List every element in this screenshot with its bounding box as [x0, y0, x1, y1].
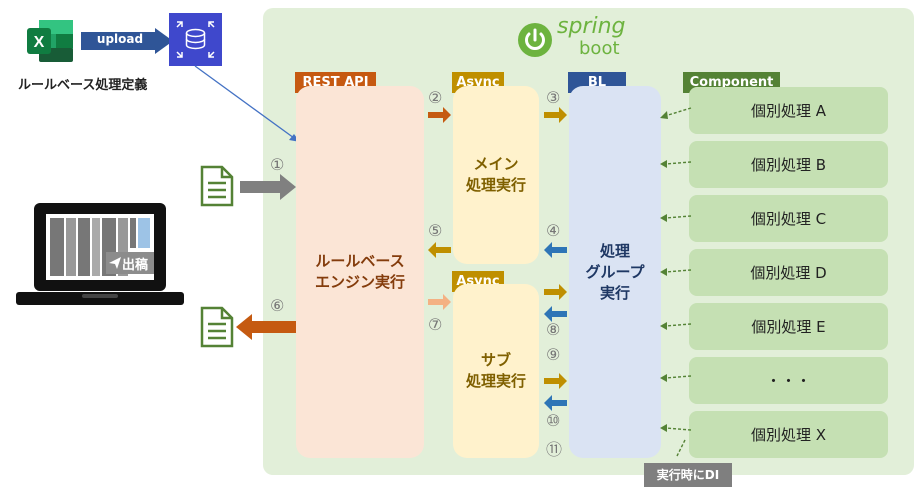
step-3: ③: [546, 88, 561, 107]
component-label: 個別処理 E: [751, 318, 826, 336]
component-box-ellipsis: ・・・: [689, 357, 888, 404]
excel-icon: X: [25, 18, 75, 64]
async-sub-text: サブ 処理実行: [465, 351, 526, 390]
component-label: 個別処理 X: [750, 426, 827, 444]
step-9: ⑨: [546, 345, 561, 364]
bl-text: 処理 グループ 実行: [585, 241, 645, 302]
step-8: ⑧: [546, 320, 561, 339]
bl-box: 処理 グループ 実行: [569, 86, 661, 458]
input-document-icon: [200, 165, 234, 207]
spring-word: spring: [557, 14, 626, 39]
boot-word: boot: [579, 38, 620, 59]
async-sub-box: サブ 処理実行: [453, 284, 539, 458]
power-icon: [518, 23, 552, 57]
component-label: 個別処理 B: [750, 156, 827, 174]
upload-flow-line: [190, 60, 310, 150]
rest-api-box: ルールベース エンジン実行: [296, 86, 424, 458]
svg-text:X: X: [34, 34, 45, 51]
laptop-badge: 出稿: [122, 258, 149, 273]
component-label: 個別処理 A: [750, 102, 827, 120]
component-label: 個別処理 C: [750, 210, 827, 228]
spring-boot-logo: spring boot: [517, 14, 637, 62]
output-document-icon: [200, 306, 234, 348]
di-arrows: [655, 80, 695, 470]
component-label: ・・・: [765, 372, 811, 390]
async-main-box: メイン 処理実行: [453, 86, 539, 264]
component-box-c: 個別処理 C: [689, 195, 888, 242]
step-6: ⑥: [270, 296, 285, 315]
rest-api-text: ルールベース エンジン実行: [314, 252, 405, 291]
storage-icon: [169, 13, 222, 66]
step-10: ⑩: [546, 411, 561, 430]
component-label: 個別処理 D: [750, 264, 827, 282]
excel-caption: ルールベース処理定義: [18, 78, 148, 93]
component-box-x: 個別処理 X: [689, 411, 888, 458]
step-5: ⑤: [428, 221, 443, 240]
component-box-b: 個別処理 B: [689, 141, 888, 188]
step-4: ④: [546, 221, 561, 240]
component-box-d: 個別処理 D: [689, 249, 888, 296]
step-2: ②: [428, 88, 443, 107]
step-7: ⑦: [428, 315, 443, 334]
send-icon: [108, 255, 122, 269]
laptop-icon: [16, 203, 184, 307]
upload-label: upload: [96, 32, 144, 46]
component-box-a: 個別処理 A: [689, 87, 888, 134]
upload-arrow: [81, 28, 173, 54]
di-label: 実行時にDI: [644, 463, 732, 487]
step-1: ①: [270, 155, 285, 174]
async-main-text: メイン 処理実行: [465, 155, 526, 194]
component-box-e: 個別処理 E: [689, 303, 888, 350]
step-11: ⑪: [546, 440, 563, 459]
